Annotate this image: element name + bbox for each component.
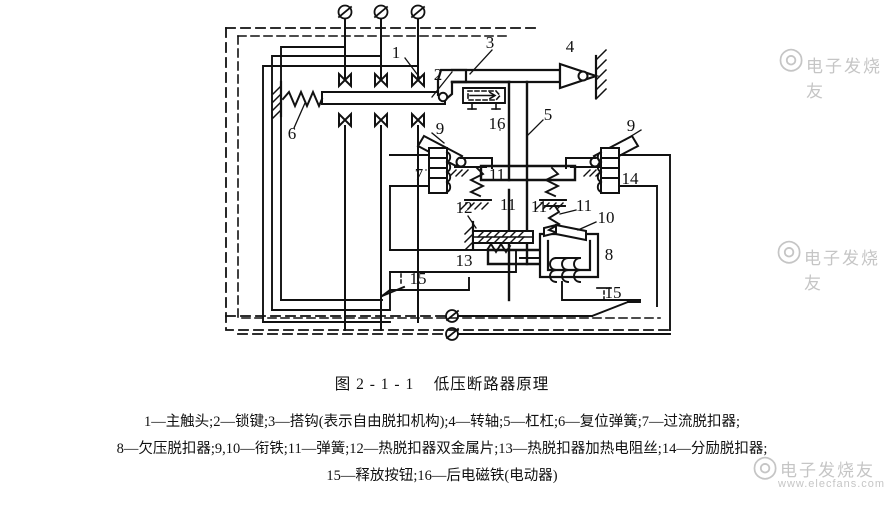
figure-title: 图 2 - 1 - 1 低压断路器原理 [334,376,550,393]
label-12: 12 [456,198,473,217]
supply-terminal-2 [373,4,389,79]
leader-1 [404,57,421,79]
label-8: 8 [605,245,614,264]
label-11-left: 11 [489,165,505,184]
label-16: 16 [489,114,506,133]
release-button-15-lower[interactable] [590,287,641,318]
control-terminal-upper [445,309,593,323]
figure-caption-block: 图 2 - 1 - 1 低压断路器原理 1—主触头;2—锁键;3—搭钩(表示自由… [0,372,884,491]
label-5: 5 [544,105,553,124]
leader-9-right [624,129,642,141]
fixed-contact-3 [411,71,425,89]
leader-3 [469,49,493,75]
fixed-contact-2 [374,71,388,89]
label-11-mid: 11 [531,197,547,216]
fixed-contact-6 [411,111,425,129]
pivot-wall-hatching [594,48,608,101]
label-15-lower: 15 [605,283,622,302]
legend-line-2: 8—欠压脱扣器;9,10—衔铁;11—弹簧;12—热脱扣器双金属片;13—热脱扣… [116,441,768,457]
supply-terminal-1 [337,4,353,79]
leader-11-top [559,209,577,215]
label-14: 14 [622,169,640,188]
reset-spring-assembly [271,80,324,129]
leader-12 [467,215,477,229]
pivot-mount [558,48,608,101]
fixed-contact-5 [374,111,388,129]
bimetal-inner-hatching [477,230,525,244]
legend-line-3: 15—释放按钮;16—后电磁铁(电动器) [326,468,558,484]
label-3: 3 [486,33,495,52]
shunt-release-14 [565,129,671,331]
legend-line-1: 1—主触头;2—锁键;3—搭钩(表示自由脱扣机构);4—转轴;5—杠杠;6—复位… [143,414,741,430]
leader-5 [526,119,544,137]
label-7: 7 [415,165,424,184]
label-15-upper: 15 [410,269,427,288]
control-terminal-group [225,309,671,341]
supply-terminal-group [337,4,426,79]
label-13: 13 [456,251,473,270]
lower-interconnects [347,154,391,323]
spring-11-left [460,166,492,210]
spring-wall-hatching [271,84,283,120]
label-11-vertical: 11 [500,195,516,214]
thermal-release-bimetal-12 [463,215,534,252]
label-9-left: 9 [436,119,445,138]
circuit-breaker-principle-diagram: 1 2 3 4 5 6 7 8 9 9 10 11 11 11 12 13 14… [225,4,673,341]
label-2: 2 [434,65,443,84]
dashed-enclosure-inner [237,35,661,319]
supply-terminal-3 [410,4,426,79]
leader-6 [293,102,306,129]
label-9-right: 9 [627,116,636,135]
control-terminal-lower [445,327,671,341]
leader-10 [577,221,597,231]
bimetal-wall-hatching [463,224,475,252]
fixed-contact-1 [338,71,352,89]
reset-spring-coil [281,89,324,109]
label-1: 1 [392,43,401,62]
dashed-enclosure-outer [225,27,673,331]
undervoltage-release-8 [519,204,641,301]
spring-11-top [546,204,561,234]
heater-coil-13 [485,242,512,254]
moving-contact-bar [321,91,446,105]
label-4: 4 [566,37,575,56]
leader-2 [431,71,453,98]
release-button-15-upper[interactable] [380,271,470,298]
main-contacts-group [338,71,425,331]
armature-pivot-hatching-left [449,169,469,177]
leader-9-left [431,132,445,144]
label-10: 10 [598,208,615,227]
left-bus-wires [262,46,419,323]
heater-resistance-wire-13 [389,242,517,273]
rear-electromagnet-16 [462,87,506,110]
fixed-contact-4 [338,111,352,129]
overcurrent-release-7 [389,132,493,194]
spring-11-left-hatching [460,202,489,210]
label-11-lower: 11 [576,196,592,215]
label-6: 6 [288,124,297,143]
